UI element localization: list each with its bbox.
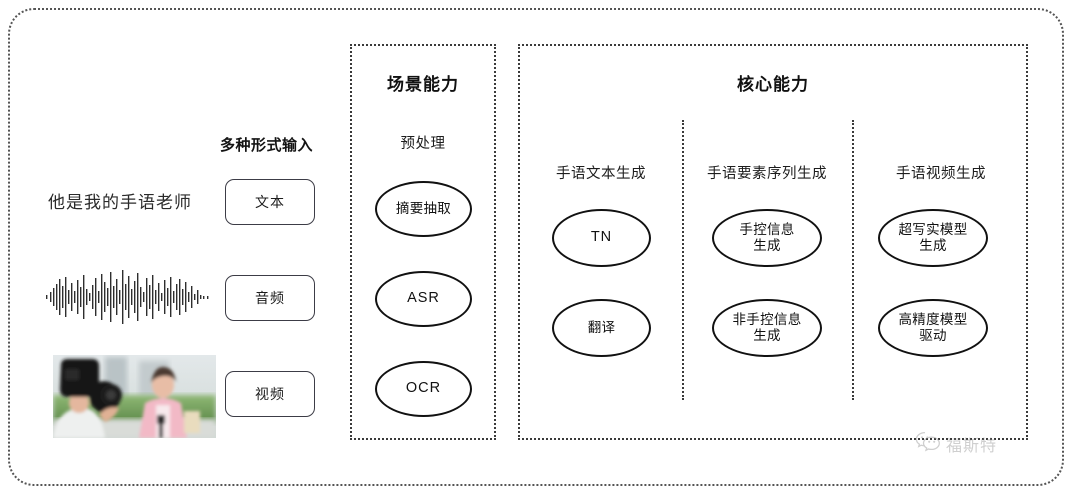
node-ocr[interactable]: OCR <box>375 361 472 417</box>
node-tn[interactable]: TN <box>552 209 651 267</box>
wechat-icon <box>915 430 941 457</box>
scene-column-heading-0: 预处理 <box>400 136 446 152</box>
input-modality-audio[interactable]: 音频 <box>225 275 315 321</box>
core-column-divider-1 <box>682 120 684 400</box>
core-column-heading-1: 手语要素序列生成 <box>707 166 827 182</box>
input-section-caption: 多种形式输入 <box>220 137 314 154</box>
node-non-manual-info-generation[interactable]: 非手控信息 生成 <box>712 299 822 357</box>
core-column-heading-0: 手语文本生成 <box>556 166 646 182</box>
node-manual-info-generation[interactable]: 手控信息 生成 <box>712 209 822 267</box>
scene-capability-panel: 场景能力 预处理 摘要抽取 ASR OCR <box>350 44 496 440</box>
core-column-heading-2: 手语视频生成 <box>896 166 986 182</box>
video-thumbnail <box>53 355 216 438</box>
core-column-divider-2 <box>852 120 854 400</box>
node-abstract-extraction[interactable]: 摘要抽取 <box>375 181 472 237</box>
outer-frame <box>8 8 1064 486</box>
watermark-text: 福斯特 <box>946 437 998 455</box>
input-section: 多种形式输入 他是我的手语老师 文本 <box>24 30 334 460</box>
core-capability-panel: 核心能力 手语文本生成 TN 翻译 手语要素序列生成 手控信息 生成 非手控信息… <box>518 44 1028 440</box>
node-photoreal-model-generation[interactable]: 超写实模型 生成 <box>878 209 988 267</box>
input-modality-video[interactable]: 视频 <box>225 371 315 417</box>
input-sample-text: 他是我的手语老师 <box>48 193 192 212</box>
scene-capability-title: 场景能力 <box>387 75 459 94</box>
node-translation[interactable]: 翻译 <box>552 299 651 357</box>
input-modality-text[interactable]: 文本 <box>225 179 315 225</box>
watermark: 福斯特 <box>915 430 997 457</box>
node-asr[interactable]: ASR <box>375 271 472 327</box>
audio-waveform-icon <box>44 266 214 328</box>
node-high-precision-model-driving[interactable]: 高精度模型 驱动 <box>878 299 988 357</box>
core-capability-title: 核心能力 <box>737 75 809 94</box>
